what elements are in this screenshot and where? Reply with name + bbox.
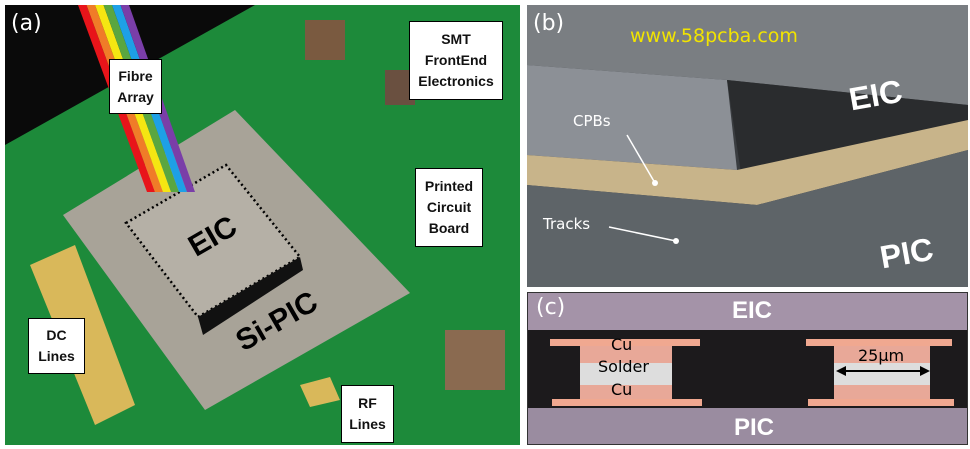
bump-left [550, 339, 702, 406]
watermark-text: www.58pcba.com [630, 25, 798, 47]
eic-chip [124, 163, 302, 319]
panel-b-photo: (b) www.58pcba.com EIC PIC CPBs Tracks [527, 5, 968, 287]
eic-text: EIC [732, 297, 773, 324]
dc-lines-label: DC Lines [28, 318, 85, 374]
fibre-array-label: Fibre Array [109, 59, 162, 114]
pcb-label: Printed Circuit Board [415, 168, 483, 247]
bump-right [806, 339, 954, 406]
scale-arrow [836, 366, 930, 376]
panel-c-label: (c) [536, 295, 566, 320]
pointer-lines [608, 134, 679, 244]
panel-c-micrograph: (c) EIC PIC Cu Solder Cu 25µm [527, 292, 968, 445]
cu-top-text: Cu [611, 335, 633, 354]
bump-micrograph-graphic [528, 293, 967, 444]
solder-text: Solder [598, 357, 649, 376]
tracks-text: Tracks [543, 215, 591, 233]
cross-section-photo-graphic [527, 5, 968, 287]
cpbs-text: CPBs [573, 112, 611, 130]
panel-a-label: (a) [11, 11, 42, 36]
rf-lines-label: RF Lines [341, 385, 394, 443]
scale-text: 25µm [858, 346, 905, 365]
pic-text: PIC [734, 414, 775, 441]
cu-bottom-text: Cu [611, 380, 633, 399]
panel-a-photo: (a) Fibre Array SMT FrontEnd Electronics… [5, 5, 520, 445]
smt-label: SMT FrontEnd Electronics [409, 21, 503, 100]
panel-b-label: (b) [533, 11, 565, 36]
